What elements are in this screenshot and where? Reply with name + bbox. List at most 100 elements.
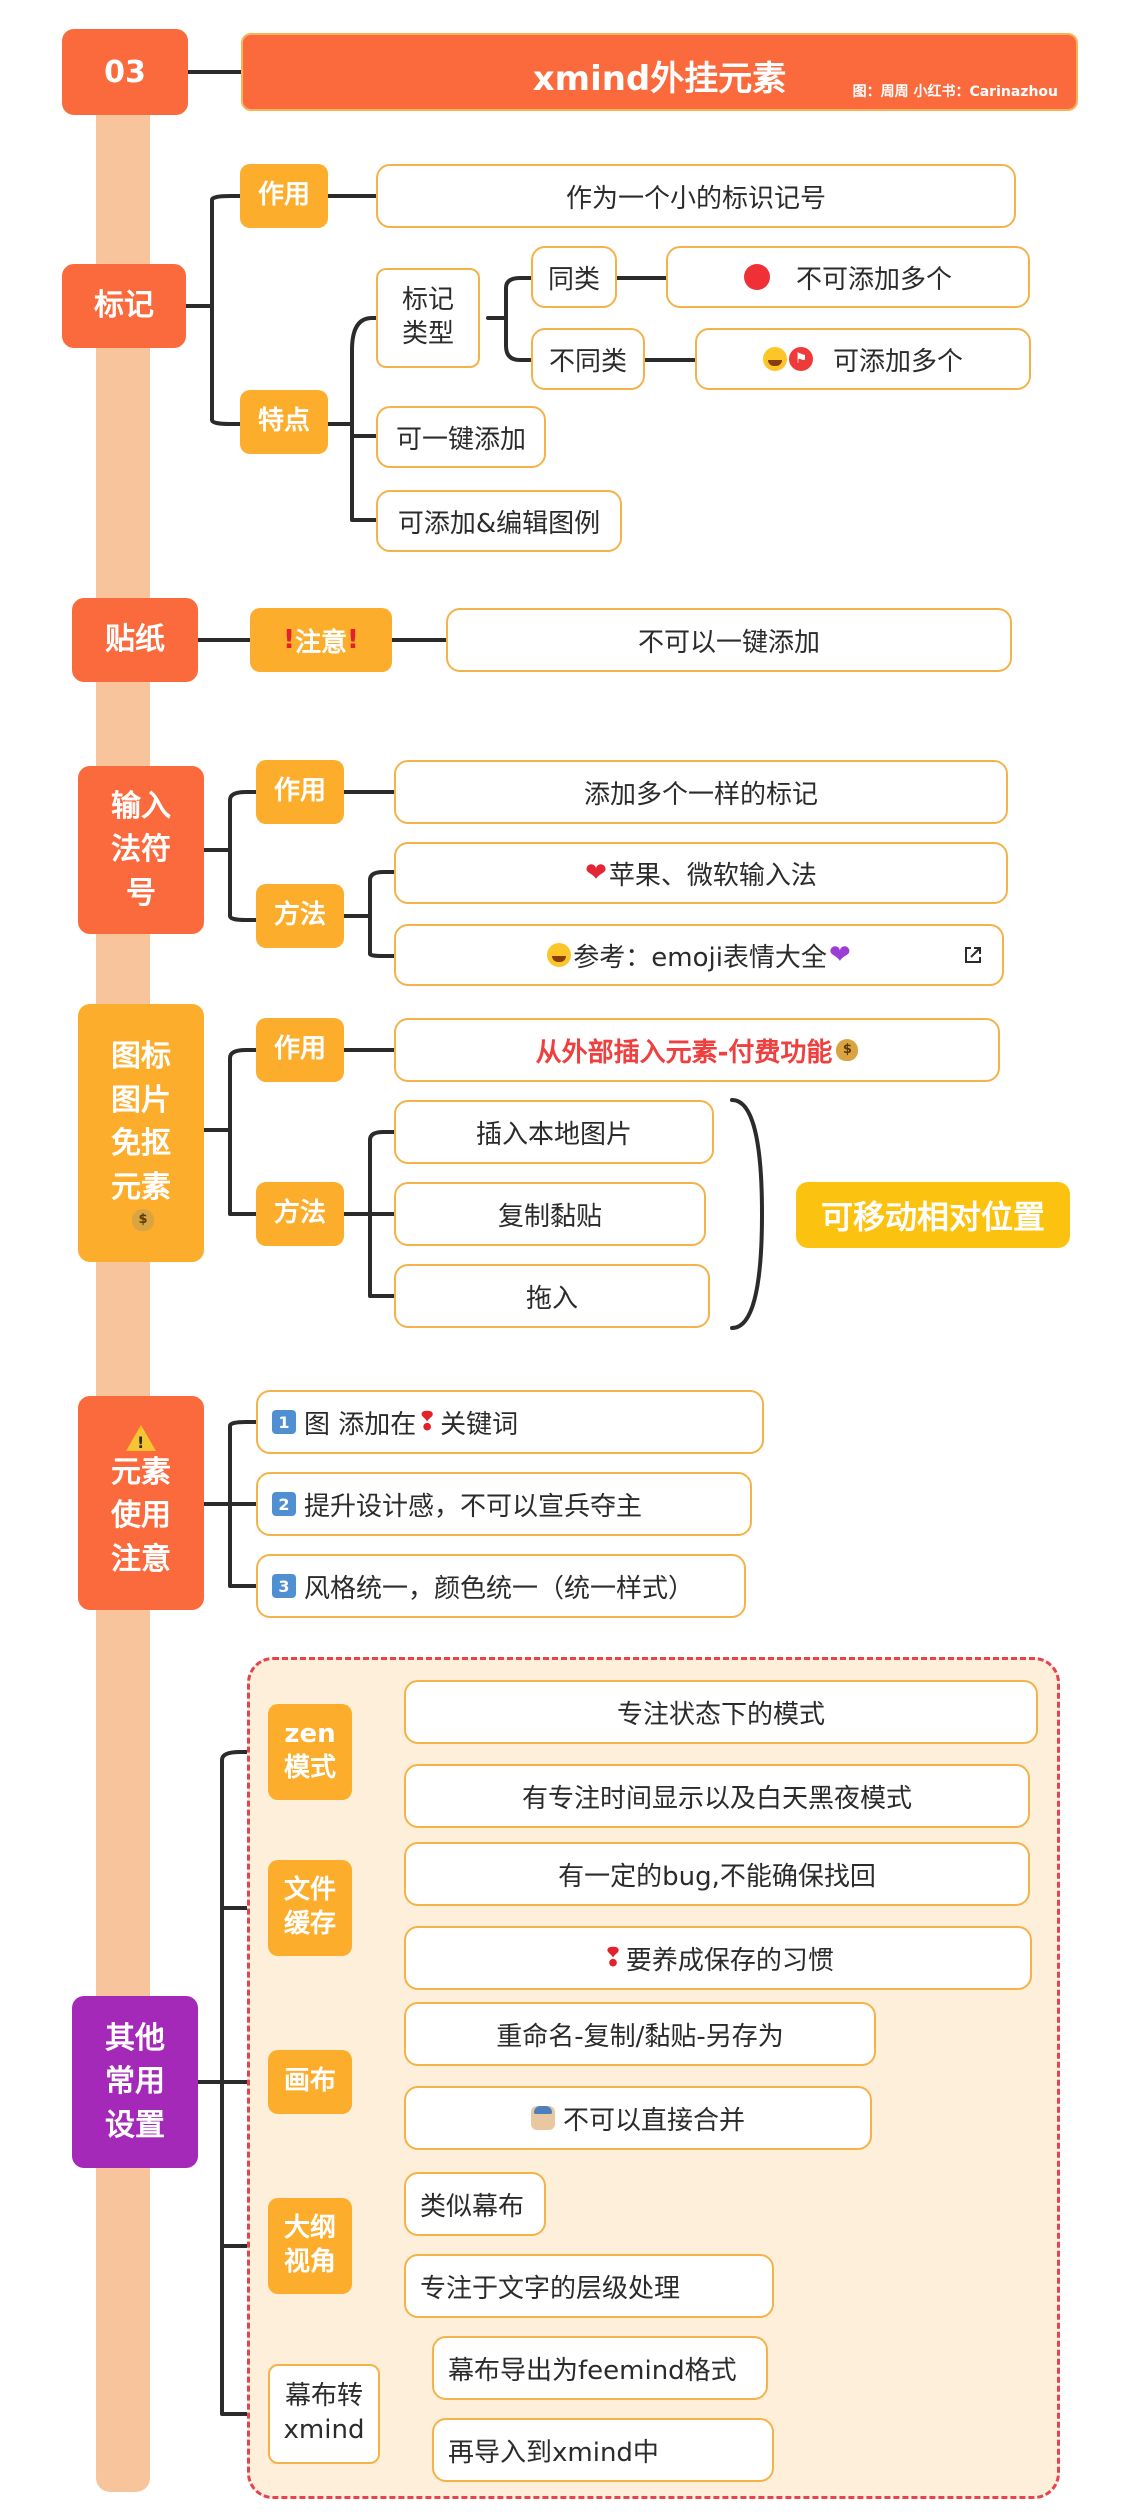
- category-sticker[interactable]: 贴纸: [72, 598, 198, 682]
- mubu-node[interactable]: 幕布转 xmind: [268, 2364, 380, 2464]
- red-heart-icon: ❤: [585, 858, 607, 888]
- canvas-2[interactable]: 不可以直接合并: [404, 2086, 872, 2150]
- icon-purpose-text[interactable]: 从外部插入元素-付费功能$: [394, 1018, 1000, 1082]
- input-method-2-label: 参考：emoji表情大全: [573, 942, 827, 973]
- sticker-text-label: 不可以一键添加: [637, 627, 820, 658]
- icon-summary[interactable]: 可移动相对位置: [796, 1182, 1070, 1248]
- mubu-1-label: 幕布导出为feemind格式: [448, 2355, 737, 2386]
- sticker-text[interactable]: 不可以一键添加: [446, 608, 1012, 672]
- outline-2[interactable]: 专注于文字的层级处理: [404, 2254, 774, 2318]
- input-method-2-link[interactable]: 参考：emoji表情大全❤: [394, 924, 1004, 986]
- category-marker[interactable]: 标记: [62, 264, 186, 348]
- marker-purpose-node[interactable]: 作用: [240, 164, 328, 228]
- sticker-note-node[interactable]: !注意!: [250, 608, 392, 672]
- heart-eyes-emoji-icon: [547, 943, 572, 967]
- input-method-1[interactable]: ❤苹果、微软输入法: [394, 842, 1008, 904]
- marker-diff-text[interactable]: ⚑可添加多个: [695, 328, 1031, 390]
- external-link-icon[interactable]: [962, 944, 984, 966]
- red-exclamation-icon: ❢: [416, 1407, 439, 1437]
- marker-same-text[interactable]: 不可添加多个: [666, 246, 1030, 308]
- marker-type-node[interactable]: 标记 类型: [376, 268, 480, 368]
- usage-note-3-text: 风格统一，颜色统一（统一样式）: [304, 1573, 695, 1604]
- mubu-label: 幕布转 xmind: [283, 2381, 365, 2445]
- marker-diff-node[interactable]: 不同类: [531, 328, 645, 390]
- marker-purpose-text[interactable]: 作为一个小的标识记号: [376, 164, 1016, 228]
- mubu-2-label: 再导入到xmind中: [448, 2437, 659, 2468]
- marker-purpose-label: 作用: [257, 180, 310, 211]
- keycap-2-icon: 2: [272, 1492, 296, 1516]
- outline-1[interactable]: 类似幕布: [404, 2172, 546, 2236]
- author-credit: 图：周周 小红书：Carinazhou: [852, 84, 1058, 100]
- mubu-1[interactable]: 幕布导出为feemind格式: [432, 2336, 768, 2400]
- mubu-2[interactable]: 再导入到xmind中: [432, 2418, 774, 2482]
- cache-2-label: 要养成保存的习惯: [625, 1945, 834, 1976]
- marker-diff-text-label: 可添加多个: [832, 346, 963, 377]
- input-purpose-text[interactable]: 添加多个一样的标记: [394, 760, 1008, 824]
- icon-method-1-label: 插入本地图片: [475, 1119, 632, 1150]
- input-purpose-label: 作用: [273, 776, 326, 807]
- canvas-1[interactable]: 重命名-复制/黏贴-另存为: [404, 2002, 876, 2066]
- marker-same-node[interactable]: 同类: [531, 246, 617, 308]
- sticker-note-label: 注意: [294, 627, 347, 658]
- grin-emoji-icon: [762, 347, 787, 371]
- icon-purpose-node[interactable]: 作用: [256, 1018, 344, 1082]
- cache-2[interactable]: ❢要养成保存的习惯: [404, 1926, 1032, 1990]
- marker-diff-label: 不同类: [548, 346, 627, 377]
- input-method-node[interactable]: 方法: [256, 884, 344, 948]
- marker-feature-node[interactable]: 特点: [240, 390, 328, 454]
- zen-1[interactable]: 专注状态下的模式: [404, 1680, 1038, 1744]
- outline-2-label: 专注于文字的层级处理: [420, 2273, 681, 2304]
- section-number-badge: 03: [62, 29, 188, 115]
- marker-feature-label: 特点: [257, 406, 310, 437]
- money-bag-icon: $: [132, 1209, 154, 1231]
- section-number: 03: [104, 54, 146, 90]
- input-method-label: 方法: [273, 900, 326, 931]
- category-other-settings[interactable]: 其他 常用 设置: [72, 1996, 198, 2168]
- zen-node[interactable]: zen 模式: [268, 1704, 352, 1800]
- canvas-label: 画布: [283, 2066, 336, 2097]
- cache-node[interactable]: 文件 缓存: [268, 1860, 352, 1956]
- category-usage-notes[interactable]: !元素 使用 注意: [78, 1396, 204, 1610]
- category-input-symbol-label: 输入 法符 号: [111, 788, 171, 911]
- marker-one-click-label: 可一键添加: [395, 424, 526, 455]
- category-usage-notes-label: 元素 使用 注意: [111, 1454, 171, 1577]
- outline-node[interactable]: 大纲 视角: [268, 2198, 352, 2294]
- zen-1-label: 专注状态下的模式: [616, 1699, 825, 1730]
- icon-method-2-label: 复制黏贴: [497, 1201, 602, 1232]
- icon-method-2[interactable]: 复制黏贴: [394, 1182, 706, 1246]
- marker-same-text-label: 不可添加多个: [795, 264, 952, 295]
- outline-label: 大纲 视角: [283, 2213, 336, 2277]
- icon-method-3[interactable]: 拖入: [394, 1264, 710, 1328]
- money-bag-icon-2: $: [836, 1039, 859, 1061]
- category-icon-images[interactable]: 图标 图片 免抠 元素$: [78, 1004, 204, 1262]
- icon-method-node[interactable]: 方法: [256, 1182, 344, 1246]
- category-input-symbol[interactable]: 输入 法符 号: [78, 766, 204, 934]
- canvas-node[interactable]: 画布: [268, 2050, 352, 2114]
- category-sticker-label: 贴纸: [105, 622, 165, 658]
- warning-icon: !: [126, 1424, 156, 1452]
- canvas-2-label: 不可以直接合并: [562, 2105, 745, 2136]
- marker-purpose-text-label: 作为一个小的标识记号: [565, 183, 826, 214]
- usage-note-1-text-b: 关键词: [440, 1409, 519, 1440]
- exclamation-icon: !: [283, 625, 295, 655]
- icon-summary-label: 可移动相对位置: [820, 1198, 1045, 1236]
- cache-1[interactable]: 有一定的bug,不能确保找回: [404, 1842, 1030, 1906]
- zen-2[interactable]: 有专注时间显示以及白天黑夜模式: [404, 1764, 1030, 1828]
- input-purpose-node[interactable]: 作用: [256, 760, 344, 824]
- zen-2-label: 有专注时间显示以及白天黑夜模式: [521, 1783, 912, 1814]
- marker-legend-label: 可添加&编辑图例: [397, 508, 601, 539]
- purple-heart-icon: ❤: [828, 940, 851, 970]
- marker-legend[interactable]: 可添加&编辑图例: [376, 490, 622, 552]
- cache-label: 文件 缓存: [283, 1875, 336, 1939]
- zen-label: zen 模式: [283, 1719, 336, 1783]
- icon-method-1[interactable]: 插入本地图片: [394, 1100, 714, 1164]
- exclamation-icon-right: !: [347, 625, 359, 655]
- marker-one-click[interactable]: 可一键添加: [376, 406, 546, 468]
- keycap-1-icon: 1: [272, 1410, 296, 1434]
- red-dot-icon: [743, 264, 770, 290]
- title-bar: xmind外挂元素 图：周周 小红书：Carinazhou: [241, 33, 1078, 111]
